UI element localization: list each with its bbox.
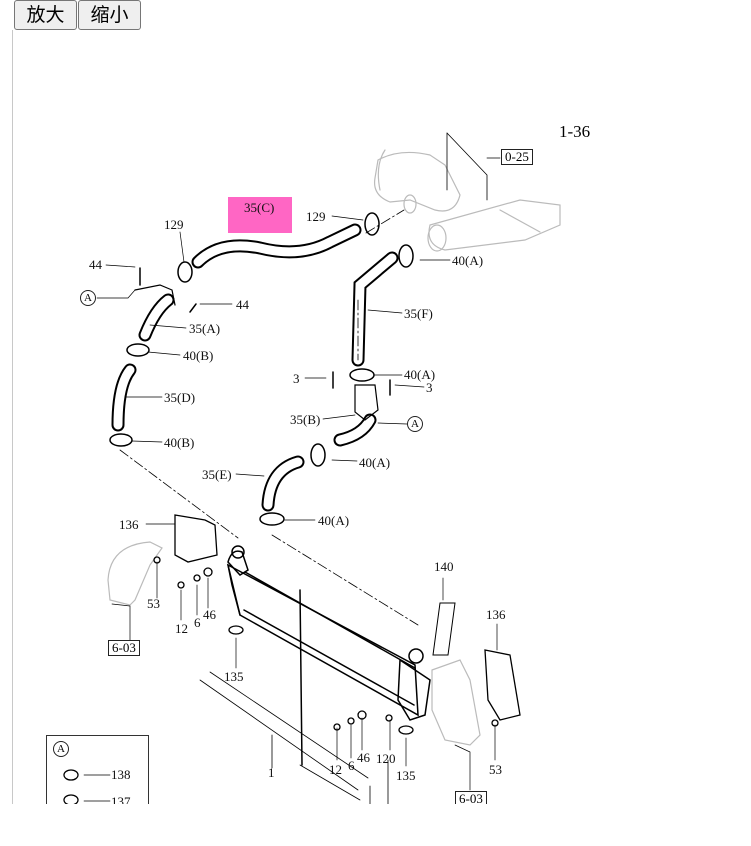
shroud-left bbox=[107, 541, 163, 606]
label-12b[interactable]: 12 bbox=[329, 762, 342, 777]
circled-a-2: A bbox=[407, 416, 423, 432]
label-6b[interactable]: 6 bbox=[348, 758, 355, 773]
circled-a-3: A bbox=[53, 741, 69, 757]
intercooler bbox=[226, 545, 431, 766]
label-40a-4[interactable]: 40(A) bbox=[318, 513, 350, 528]
label-136b[interactable]: 136 bbox=[486, 607, 506, 622]
label-44b[interactable]: 44 bbox=[236, 297, 249, 312]
label-12a[interactable]: 12 bbox=[175, 621, 188, 636]
page-number: 1-36 bbox=[559, 122, 591, 141]
label-3a[interactable]: 3 bbox=[293, 371, 300, 386]
label-40b-1[interactable]: 40(B) bbox=[183, 348, 214, 363]
label-135a[interactable]: 135 bbox=[224, 669, 244, 684]
label-40b-2[interactable]: 40(B) bbox=[164, 435, 195, 450]
label-3b[interactable]: 3 bbox=[426, 380, 433, 395]
viewport-bottom-blank bbox=[0, 804, 751, 846]
label-46b[interactable]: 46 bbox=[357, 750, 370, 765]
fasteners bbox=[63, 556, 499, 806]
connection-lines bbox=[119, 209, 419, 626]
label-35f[interactable]: 35(F) bbox=[404, 306, 433, 321]
shroud-right bbox=[431, 659, 481, 746]
bracket-136b bbox=[484, 649, 521, 721]
label-35e[interactable]: 35(E) bbox=[202, 467, 232, 482]
label-40a-3[interactable]: 40(A) bbox=[359, 455, 391, 470]
bottom-leaders bbox=[199, 671, 389, 805]
highlight-part-35c[interactable] bbox=[228, 197, 292, 233]
circled-a-1: A bbox=[80, 290, 96, 306]
label-136a[interactable]: 136 bbox=[119, 517, 139, 532]
label-40a-2[interactable]: 40(A) bbox=[404, 367, 436, 382]
label-135b[interactable]: 135 bbox=[396, 768, 416, 783]
zoom-out-button[interactable]: 缩小 bbox=[78, 0, 141, 30]
label-140[interactable]: 140 bbox=[434, 559, 454, 574]
bracket-136a bbox=[174, 514, 218, 563]
label-35b[interactable]: 35(B) bbox=[290, 412, 321, 427]
label-44a[interactable]: 44 bbox=[89, 257, 102, 272]
ref-box-0-25[interactable]: 0-25 bbox=[501, 149, 533, 165]
hose-clamps bbox=[109, 212, 414, 526]
label-129a[interactable]: 129 bbox=[164, 217, 184, 232]
legend-box: A bbox=[46, 735, 149, 816]
label-1[interactable]: 1 bbox=[268, 765, 275, 780]
label-53a[interactable]: 53 bbox=[147, 596, 160, 611]
label-120[interactable]: 120 bbox=[376, 751, 396, 766]
label-138[interactable]: 138 bbox=[111, 767, 131, 782]
turbo-pipe-ghost bbox=[373, 149, 561, 252]
left-divider bbox=[12, 30, 13, 846]
label-35c[interactable]: 35(C) bbox=[244, 200, 275, 215]
label-46a[interactable]: 46 bbox=[203, 607, 216, 622]
seal-140 bbox=[432, 602, 456, 656]
ref-box-6-03a[interactable]: 6-03 bbox=[108, 640, 140, 656]
zoom-in-button[interactable]: 放大 bbox=[14, 0, 77, 30]
label-6a[interactable]: 6 bbox=[194, 615, 201, 630]
label-35a[interactable]: 35(A) bbox=[189, 321, 221, 336]
label-53b[interactable]: 53 bbox=[489, 762, 502, 777]
label-35d[interactable]: 35(D) bbox=[164, 390, 196, 405]
leader-lines bbox=[83, 215, 498, 802]
label-40a-1[interactable]: 40(A) bbox=[452, 253, 484, 268]
label-129b[interactable]: 129 bbox=[306, 209, 326, 224]
